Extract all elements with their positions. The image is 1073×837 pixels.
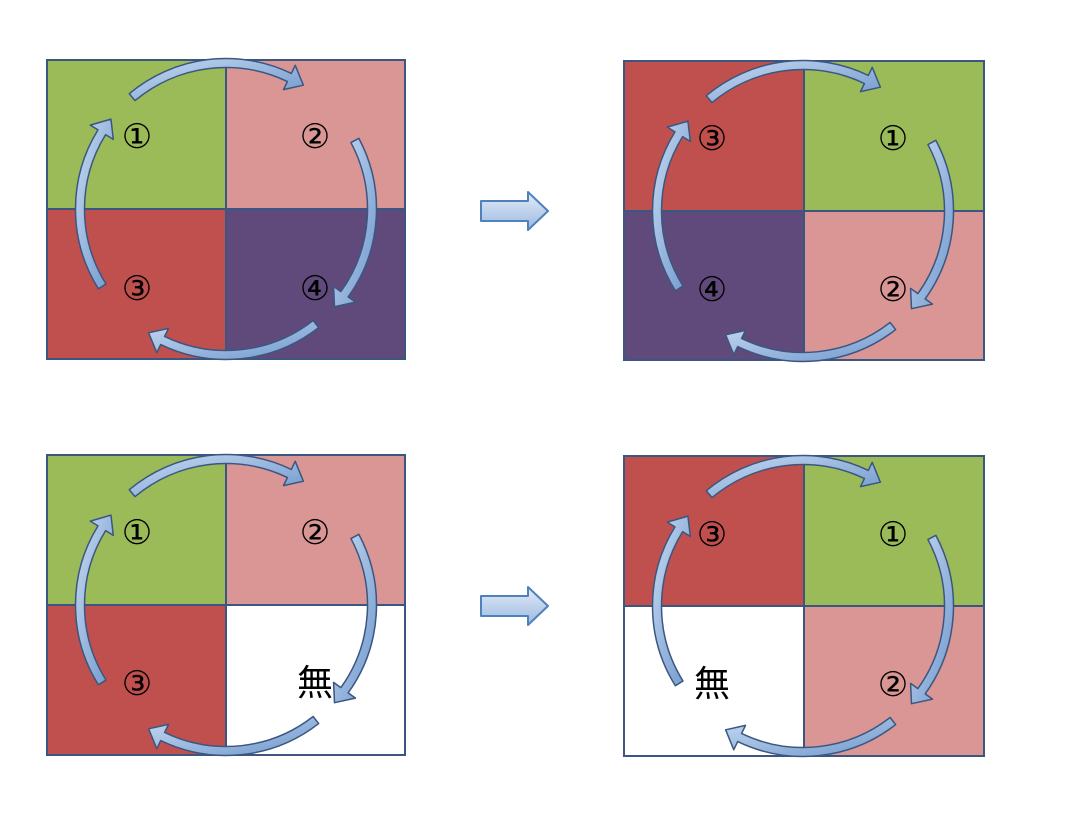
cell-label: ② [299,513,331,553]
curved-arrow-icon [705,454,882,499]
cell-label: ④ [299,269,331,309]
clockwise-rotation-arrows-icon [651,59,955,363]
cell-bottom-right [803,605,985,757]
right-arrow-icon [480,586,549,626]
cell-label: ④ [696,270,728,310]
cell-bottom-right [225,208,406,360]
curved-arrow-icon [128,57,305,102]
cell-label: 無 [296,663,333,704]
cell-label: ③ [121,269,153,309]
cell-label: ① [877,119,909,159]
cell-label: 無 [693,664,730,705]
cell-label: ③ [121,664,153,704]
cell-label: ② [877,270,909,310]
curved-arrow-icon [332,533,378,704]
cell-label: ① [121,117,153,157]
curved-arrow-icon [147,715,320,757]
cell-top-right [225,454,406,606]
cell-label: ② [299,117,331,157]
curved-arrow-icon [909,139,955,310]
cell-label: ② [877,665,909,705]
cell-top-left [623,455,805,607]
curved-arrow-icon [705,59,882,104]
cell-bottom-right [225,604,406,756]
cell-top-left [623,60,805,212]
curved-arrow-icon [651,515,692,687]
panel-top-left [46,59,406,360]
cell-top-right [225,59,406,210]
cell-label: ③ [696,119,728,159]
curved-arrow-icon [147,319,320,361]
curved-arrow-icon [74,118,115,290]
cell-top-left [46,454,227,606]
cell-label: ① [121,513,153,553]
clockwise-rotation-arrows-icon [651,454,955,758]
panel-bottom-left [46,454,406,756]
clockwise-rotation-arrows-icon [74,57,378,361]
cell-top-right [803,60,985,212]
curved-arrow-icon [128,453,305,498]
cell-top-left [46,59,227,210]
cell-label: ① [877,515,909,555]
cell-bottom-left [623,210,805,361]
cell-bottom-right [803,210,985,361]
curved-arrow-icon [74,514,115,686]
cell-bottom-left [46,208,227,360]
panel-bottom-right [623,455,985,757]
curved-arrow-icon [651,120,692,292]
curved-arrow-icon [909,534,955,705]
curved-arrow-icon [332,137,378,308]
cell-label: ③ [696,515,728,555]
curved-arrow-icon [724,716,897,758]
curved-arrow-icon [724,321,897,363]
clockwise-rotation-arrows-icon [74,453,378,757]
right-arrow-icon [480,191,549,231]
panel-top-right [623,60,985,361]
